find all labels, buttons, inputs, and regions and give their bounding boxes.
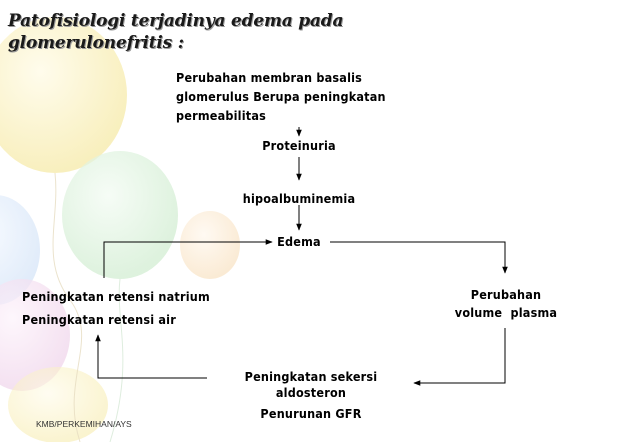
balloon-shape	[0, 279, 70, 391]
node-plasma-change: Perubahan volume plasma	[450, 286, 562, 322]
node-sodium-retention: Peningkatan retensi natrium	[22, 289, 210, 304]
balloon-shape	[0, 17, 127, 173]
node-proteinuria: Proteinuria	[262, 138, 336, 153]
balloon-shape	[8, 367, 108, 442]
node-gfr: Penurunan GFR	[260, 406, 362, 421]
node-basement-membrane: Perubahan membran basalis glomerulus Ber…	[176, 70, 386, 123]
footer-credit: KMB/PERKEMIHAN/AYS	[36, 419, 132, 429]
arrow-aldosterone-to-retention	[95, 334, 207, 379]
node-edema: Edema	[277, 234, 321, 249]
plasma-change-line-1: Perubahan	[470, 287, 542, 302]
balloon-shape	[0, 195, 40, 305]
plasma-change-line-2: volume plasma	[454, 305, 558, 320]
node-hypoalbuminemia: hipoalbuminemia	[242, 191, 356, 206]
aldosterone-line-2: aldosteron	[275, 385, 347, 400]
aldosterone-line-1: Peningkatan sekersi	[244, 369, 378, 384]
balloon-shape	[62, 151, 178, 279]
diagram-title: Patofisiologi terjadinya edema pada glom…	[8, 11, 344, 53]
arrow-retention-to-edema	[103, 239, 273, 278]
arrow-plasma-change-to-aldosterone	[413, 328, 506, 386]
balloon-shape	[180, 211, 240, 279]
node-aldosterone: Peningkatan sekersi aldosteron	[236, 369, 386, 401]
arrow-edema-to-plasma-change	[330, 241, 508, 274]
node-water-retention: Peningkatan retensi air	[22, 312, 176, 327]
